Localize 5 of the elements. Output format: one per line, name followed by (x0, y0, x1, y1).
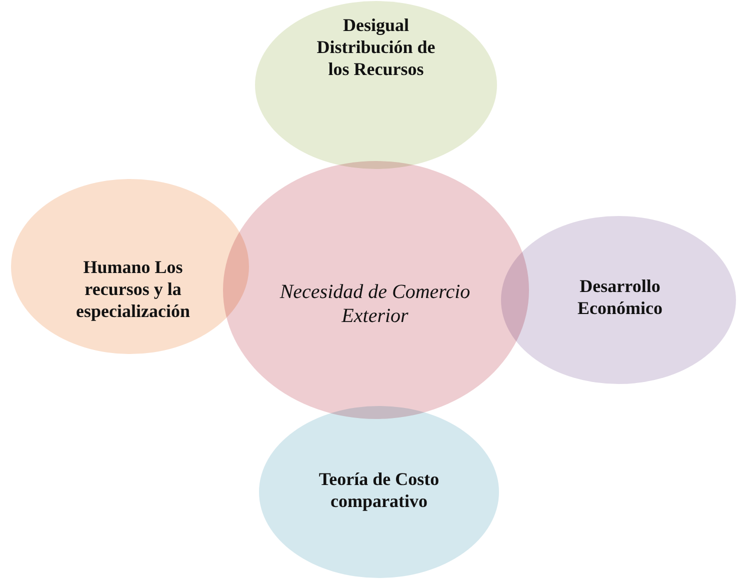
node-text: Desarrollo Económico (576, 275, 664, 319)
node-text: Teoría de Costo comparativo (318, 468, 440, 512)
node-text: Humano Los recursos y la especialización (75, 256, 191, 322)
node-text: Desigual Distribución de los Recursos (316, 14, 436, 80)
node-text: Necesidad de Comercio Exterior (278, 280, 472, 328)
